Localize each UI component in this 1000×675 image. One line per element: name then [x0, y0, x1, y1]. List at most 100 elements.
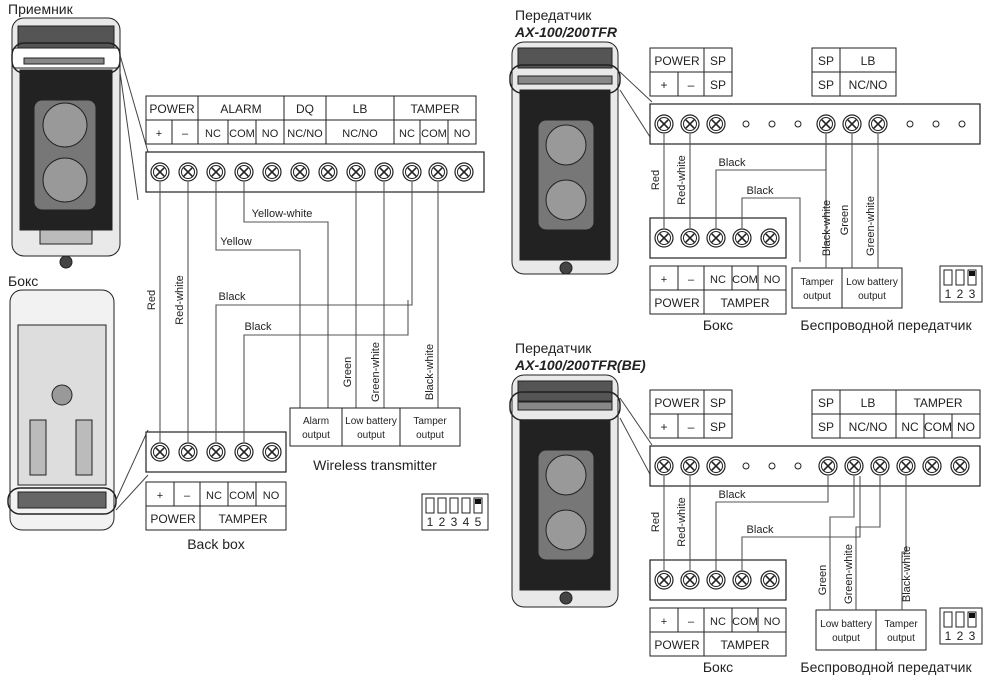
header-sub-label: NC	[205, 128, 221, 140]
header-label: LB	[861, 396, 876, 410]
header-cell	[951, 413, 981, 439]
header-group-label: ALARM	[220, 102, 261, 116]
header-label: SP	[818, 54, 834, 68]
output-label: Low battery	[820, 619, 872, 630]
wire-label-black-1: Black	[719, 489, 746, 501]
output-cell	[875, 609, 927, 651]
tx2-title: Передатчик	[515, 340, 592, 356]
unused-terminal	[906, 120, 914, 128]
receiver-box-image	[7, 289, 117, 531]
receiver-device-image	[11, 17, 121, 269]
header-group-cell	[283, 95, 327, 121]
box-cell	[731, 265, 759, 291]
header-label: +	[660, 420, 667, 434]
header-sub-label: NC/NO	[342, 128, 378, 140]
box-group-label: POWER	[654, 638, 700, 652]
screw-terminal	[178, 162, 198, 182]
screw-terminal	[732, 228, 752, 248]
dip-number: 5	[475, 515, 482, 529]
screw-terminal	[234, 442, 254, 462]
header-sub-cell	[393, 119, 421, 145]
screw-terminal	[816, 114, 836, 134]
header-label: SP	[818, 420, 834, 434]
box-cell-label: +	[157, 490, 163, 502]
wire-yellow-white	[243, 182, 329, 410]
output-cell	[815, 609, 877, 651]
screw-terminal	[262, 162, 282, 182]
header-label: SP	[818, 396, 834, 410]
wire-label-green: Green	[342, 357, 354, 388]
header-sub-label: NO	[454, 128, 471, 140]
screw-terminal	[896, 456, 916, 476]
header-sub-label: +	[156, 128, 162, 140]
wire-label-green-white: Green-white	[370, 342, 382, 402]
tx2-device-image	[509, 374, 621, 608]
box-cell-label: +	[661, 274, 667, 286]
header-label: POWER	[654, 54, 700, 68]
output-label: Tamper	[800, 277, 834, 288]
wire-label-black-white: Black-white	[821, 200, 833, 256]
output-label: output	[803, 291, 831, 302]
screw-terminal	[868, 114, 888, 134]
header-cell	[703, 413, 733, 439]
header-label: NO	[957, 420, 975, 434]
box-cell	[649, 607, 679, 633]
wire-label-black-1: Black	[719, 157, 746, 169]
screw-terminal	[654, 114, 674, 134]
header-group-label: POWER	[149, 102, 195, 116]
header-label: SP	[710, 54, 726, 68]
box-cell-label: +	[661, 616, 667, 628]
screw-terminal	[706, 570, 726, 590]
screw-terminal	[654, 228, 674, 248]
screw-terminal	[346, 162, 366, 182]
output-cell	[841, 267, 903, 309]
unused-terminal	[768, 120, 776, 128]
box-cell	[757, 265, 787, 291]
tx2-box-label: Бокс	[703, 659, 733, 675]
wire-green	[829, 476, 855, 610]
header-cell	[677, 413, 705, 439]
header-cell	[649, 71, 679, 97]
box-cell-label: COM	[229, 490, 255, 502]
header-sub-label: COM	[421, 128, 447, 140]
screw-terminal	[428, 162, 448, 182]
box-cell-label: NO	[764, 616, 781, 628]
wire-label-black-white: Black-white	[901, 546, 913, 602]
wire-label-red: Red	[650, 512, 662, 532]
dip-number: 3	[969, 629, 976, 643]
box-group-label: TAMPER	[720, 296, 769, 310]
screw-terminal	[950, 456, 970, 476]
box-cell-label: COM	[732, 274, 758, 286]
header-group-label: DQ	[296, 102, 314, 116]
box-cell-label: –	[688, 616, 695, 628]
wire-black-2	[741, 476, 861, 570]
header-sub-cell	[171, 119, 199, 145]
wire-label-green: Green	[839, 205, 851, 236]
screw-terminal	[680, 456, 700, 476]
screw-terminal	[706, 228, 726, 248]
screw-terminal	[680, 570, 700, 590]
dip-number: 3	[969, 287, 976, 301]
wire-black-2	[243, 300, 409, 442]
header-label: NC	[901, 420, 919, 434]
header-label: COM	[924, 420, 952, 434]
box-cell-label: NO	[764, 274, 781, 286]
unused-terminal	[794, 462, 802, 470]
screw-terminal	[922, 456, 942, 476]
wire-black-2	[741, 197, 801, 262]
output-label: output	[357, 430, 385, 441]
box-cell-label: –	[184, 490, 191, 502]
wire-black-white	[901, 476, 907, 610]
output-label: Low battery	[846, 277, 898, 288]
box-group-cell	[649, 631, 705, 657]
box-group-label: POWER	[150, 512, 196, 526]
header-sub-cell	[227, 119, 257, 145]
tx1-model: AX-100/200TFR	[514, 24, 618, 40]
